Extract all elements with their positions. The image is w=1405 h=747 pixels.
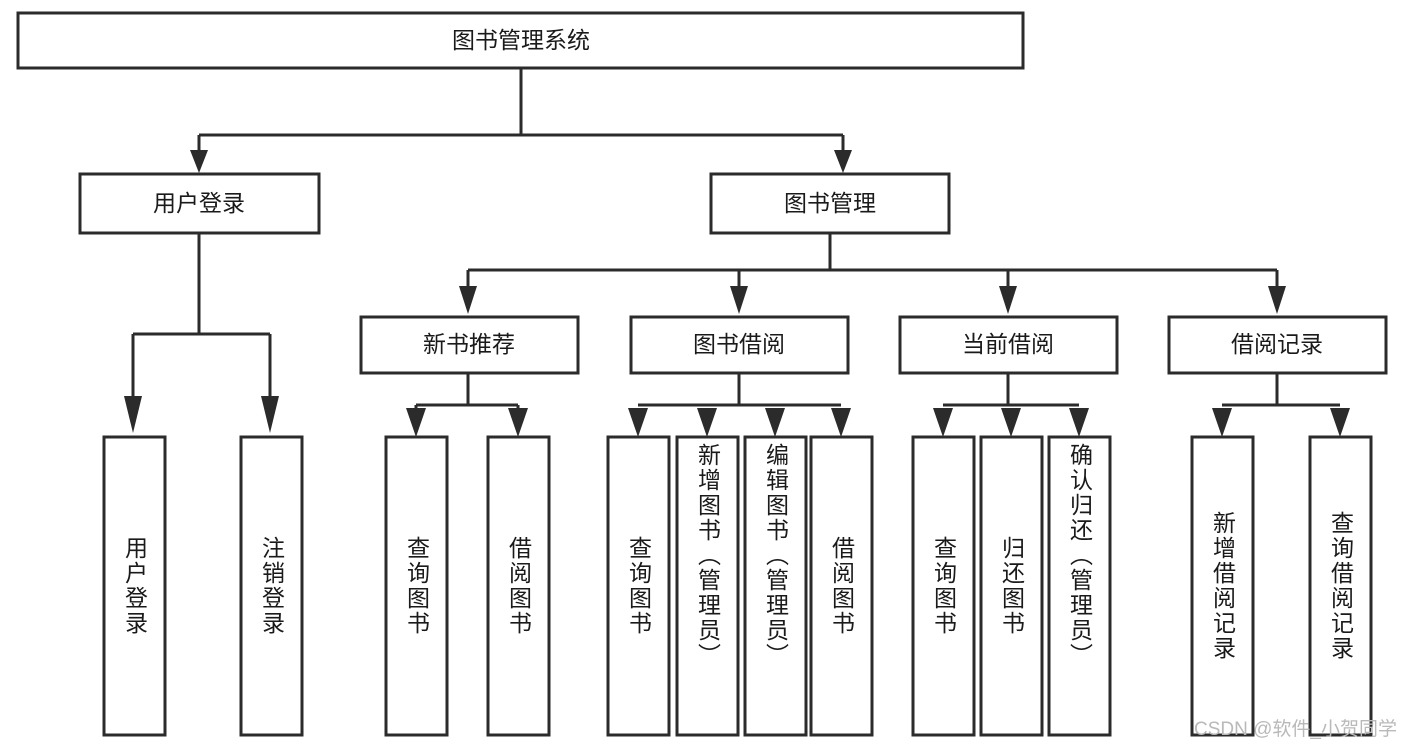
arrow-to-leaf-record-add <box>1212 408 1232 437</box>
arrow-to-leaf-current-confirm <box>1069 408 1089 437</box>
node-book-borrow-label: 图书借阅 <box>693 331 785 357</box>
node-root-label: 图书管理系统 <box>452 27 590 53</box>
arrow-to-leaf-borrow-add <box>697 408 717 437</box>
node-root[interactable]: 图书管理系统 <box>16 11 1025 70</box>
node-borrow-record[interactable]: 借阅记录 <box>1167 315 1388 375</box>
arrow-to-leaf-borrow-query <box>628 408 648 437</box>
node-current-borrow-box[interactable] <box>898 315 1119 375</box>
arrow-to-user-login <box>190 150 208 173</box>
arrow-to-current-borrow <box>999 286 1017 314</box>
node-book-manage-box[interactable] <box>709 172 951 235</box>
leaf-box-borrow-lend-book[interactable] <box>809 435 874 737</box>
arrow-to-borrow-record <box>1268 286 1286 314</box>
leaf-box-recommend-borrow-book[interactable] <box>486 435 551 737</box>
leaf-box-record-add[interactable] <box>1190 435 1255 737</box>
leaf-box-borrow-query-book[interactable] <box>606 435 671 737</box>
leaf-box-borrow-edit-book[interactable] <box>743 435 808 737</box>
node-book-manage-label: 图书管理 <box>784 190 876 216</box>
arrow-to-new-book-recommend <box>459 286 477 314</box>
arrow-to-leaf-current-query <box>933 408 953 437</box>
arrow-to-leaf-borrow-edit <box>765 408 785 437</box>
node-user-login-label: 用户登录 <box>153 190 245 216</box>
node-user-login-box[interactable] <box>78 172 321 235</box>
node-current-borrow[interactable]: 当前借阅 <box>898 315 1119 375</box>
leaf-box-recommend-query-book[interactable] <box>384 435 449 737</box>
leaf-box-current-confirm-return[interactable] <box>1047 435 1112 737</box>
node-root-box[interactable] <box>16 11 1025 70</box>
arrow-to-leaf-logout <box>261 396 279 433</box>
node-book-manage[interactable]: 图书管理 <box>709 172 951 235</box>
connector-group <box>124 68 1350 437</box>
node-book-borrow-box[interactable] <box>629 315 850 375</box>
leaf-box-current-query-book[interactable] <box>911 435 976 737</box>
csdn-watermark: CSDN @软件_小贺同学 <box>1194 719 1397 740</box>
arrow-to-leaf-recommend-query <box>406 408 426 437</box>
arrow-to-leaf-borrow-lend <box>831 408 851 437</box>
arrow-to-leaf-current-return <box>1001 408 1021 437</box>
arrow-to-book-manage <box>834 150 852 173</box>
node-user-login[interactable]: 用户登录 <box>78 172 321 235</box>
leaf-box-user-login[interactable] <box>102 435 167 737</box>
node-new-book-recommend[interactable]: 新书推荐 <box>359 315 580 375</box>
arrow-to-book-borrow <box>730 286 748 314</box>
leaf-box-record-query[interactable] <box>1308 435 1373 737</box>
node-borrow-record-label: 借阅记录 <box>1231 331 1323 357</box>
arrow-to-leaf-recommend-borrow <box>508 408 528 437</box>
leaf-box-borrow-add-book[interactable] <box>675 435 740 737</box>
leaf-box-current-return-book[interactable] <box>979 435 1044 737</box>
arrow-to-leaf-record-query <box>1330 408 1350 437</box>
node-current-borrow-label: 当前借阅 <box>962 331 1054 357</box>
node-new-book-recommend-label: 新书推荐 <box>423 331 515 357</box>
arrow-to-leaf-user-login <box>124 396 142 433</box>
node-book-borrow[interactable]: 图书借阅 <box>629 315 850 375</box>
leaf-box-logout[interactable] <box>239 435 304 737</box>
node-borrow-record-box[interactable] <box>1167 315 1388 375</box>
node-new-book-recommend-box[interactable] <box>359 315 580 375</box>
